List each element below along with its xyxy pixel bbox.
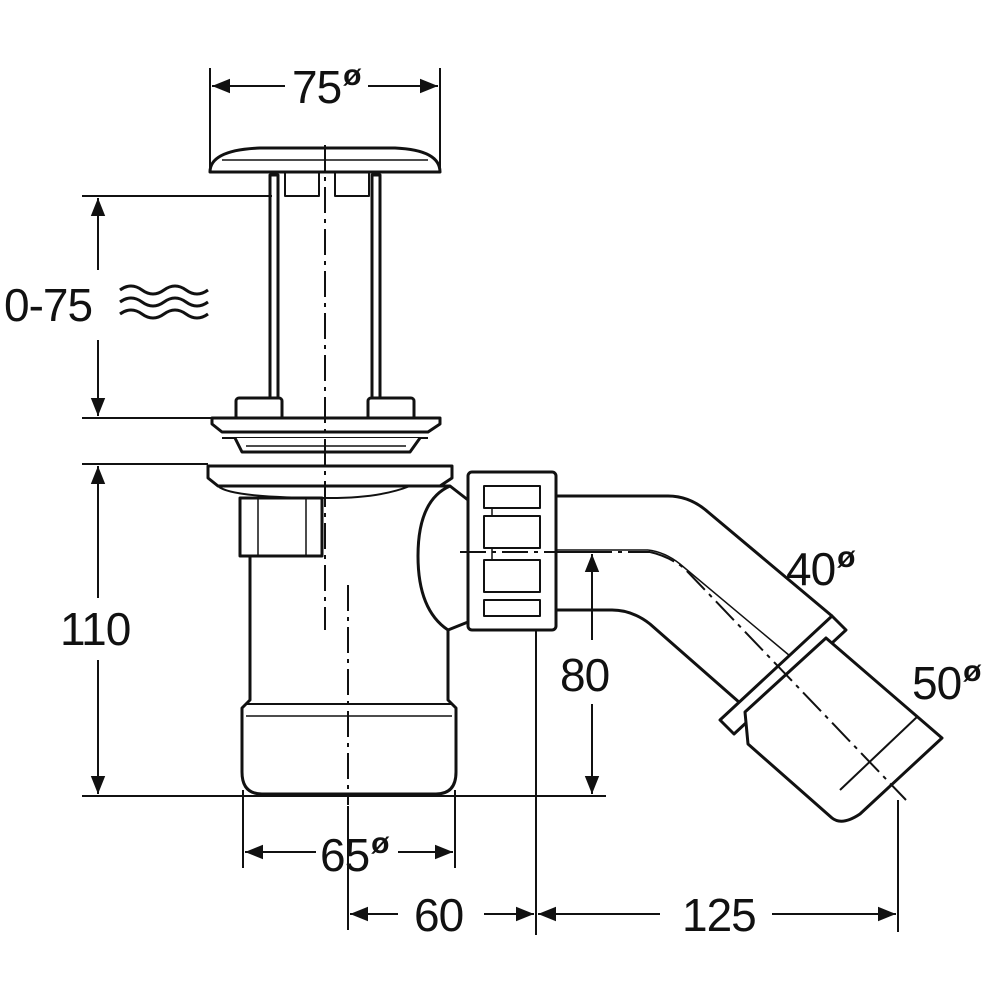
outlet-reach-label: 125 [682,889,757,941]
body-diameter-label: 65ø [320,829,390,881]
upper-flange [210,416,442,434]
outlet-outer-diameter-label: 50ø [912,657,982,709]
diameter-symbol: ø [371,827,390,860]
centerline-tail [649,551,907,801]
outlet-outer-diameter-value: 50 [912,657,962,709]
diameter-symbol: ø [963,655,982,688]
stem-left [268,173,280,402]
diameter-symbol: ø [343,59,362,92]
lower-flange [206,464,454,488]
outlet-inner-diameter-value: 40 [786,543,836,595]
body-height-label: 110 [60,603,131,655]
waste-height-label: 0-75 [4,279,93,331]
cap-diameter-value: 75 [292,61,342,113]
inner-sleeve [238,496,324,558]
center-to-outlet-label: 60 [414,889,464,941]
cap-diameter-label: 75ø [292,61,362,113]
outlet-height-label: 80 [560,649,610,701]
outlet-pipe [556,494,833,618]
diameter-symbol: ø [837,541,856,574]
stem-right [370,173,382,402]
body-diameter-value: 65 [320,829,370,881]
outlet-inner-diameter-label: 40ø [786,543,856,595]
trap-body [240,484,470,796]
water-waves-icon [119,284,209,320]
outlet-tail [743,636,944,823]
